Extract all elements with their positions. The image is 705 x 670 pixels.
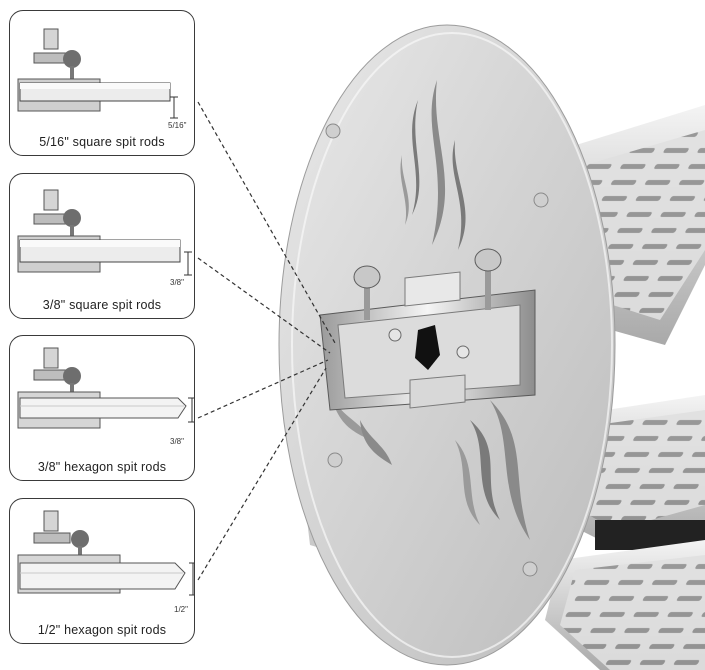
rod-option-panel: 3/8" 3/8" hexagon spit rods	[9, 335, 195, 481]
rod-caption: 5/16" square spit rods	[39, 135, 165, 149]
hexagon-rod-bracket-image	[17, 347, 194, 429]
hexagon-rod-bracket-image	[17, 510, 194, 596]
rod-size-label: 3/8"	[170, 278, 184, 287]
rod-option-panel: 1/2" 1/2" hexagon spit rods	[9, 498, 195, 644]
rod-size-label: 1/2"	[174, 605, 188, 614]
rod-option-panel: 5/16" 5/16" square spit rods	[9, 10, 195, 156]
rod-size-label: 5/16"	[168, 121, 187, 130]
rod-option-panel: 3/8" 3/8" square spit rods	[9, 173, 195, 319]
rod-size-label: 3/8"	[170, 437, 184, 446]
rod-caption: 3/8" hexagon spit rods	[37, 460, 167, 474]
rod-caption: 1/2" hexagon spit rods	[37, 623, 167, 637]
square-rod-bracket-image	[17, 28, 178, 119]
square-rod-bracket-image	[17, 189, 192, 276]
rod-caption: 3/8" square spit rods	[42, 298, 162, 312]
